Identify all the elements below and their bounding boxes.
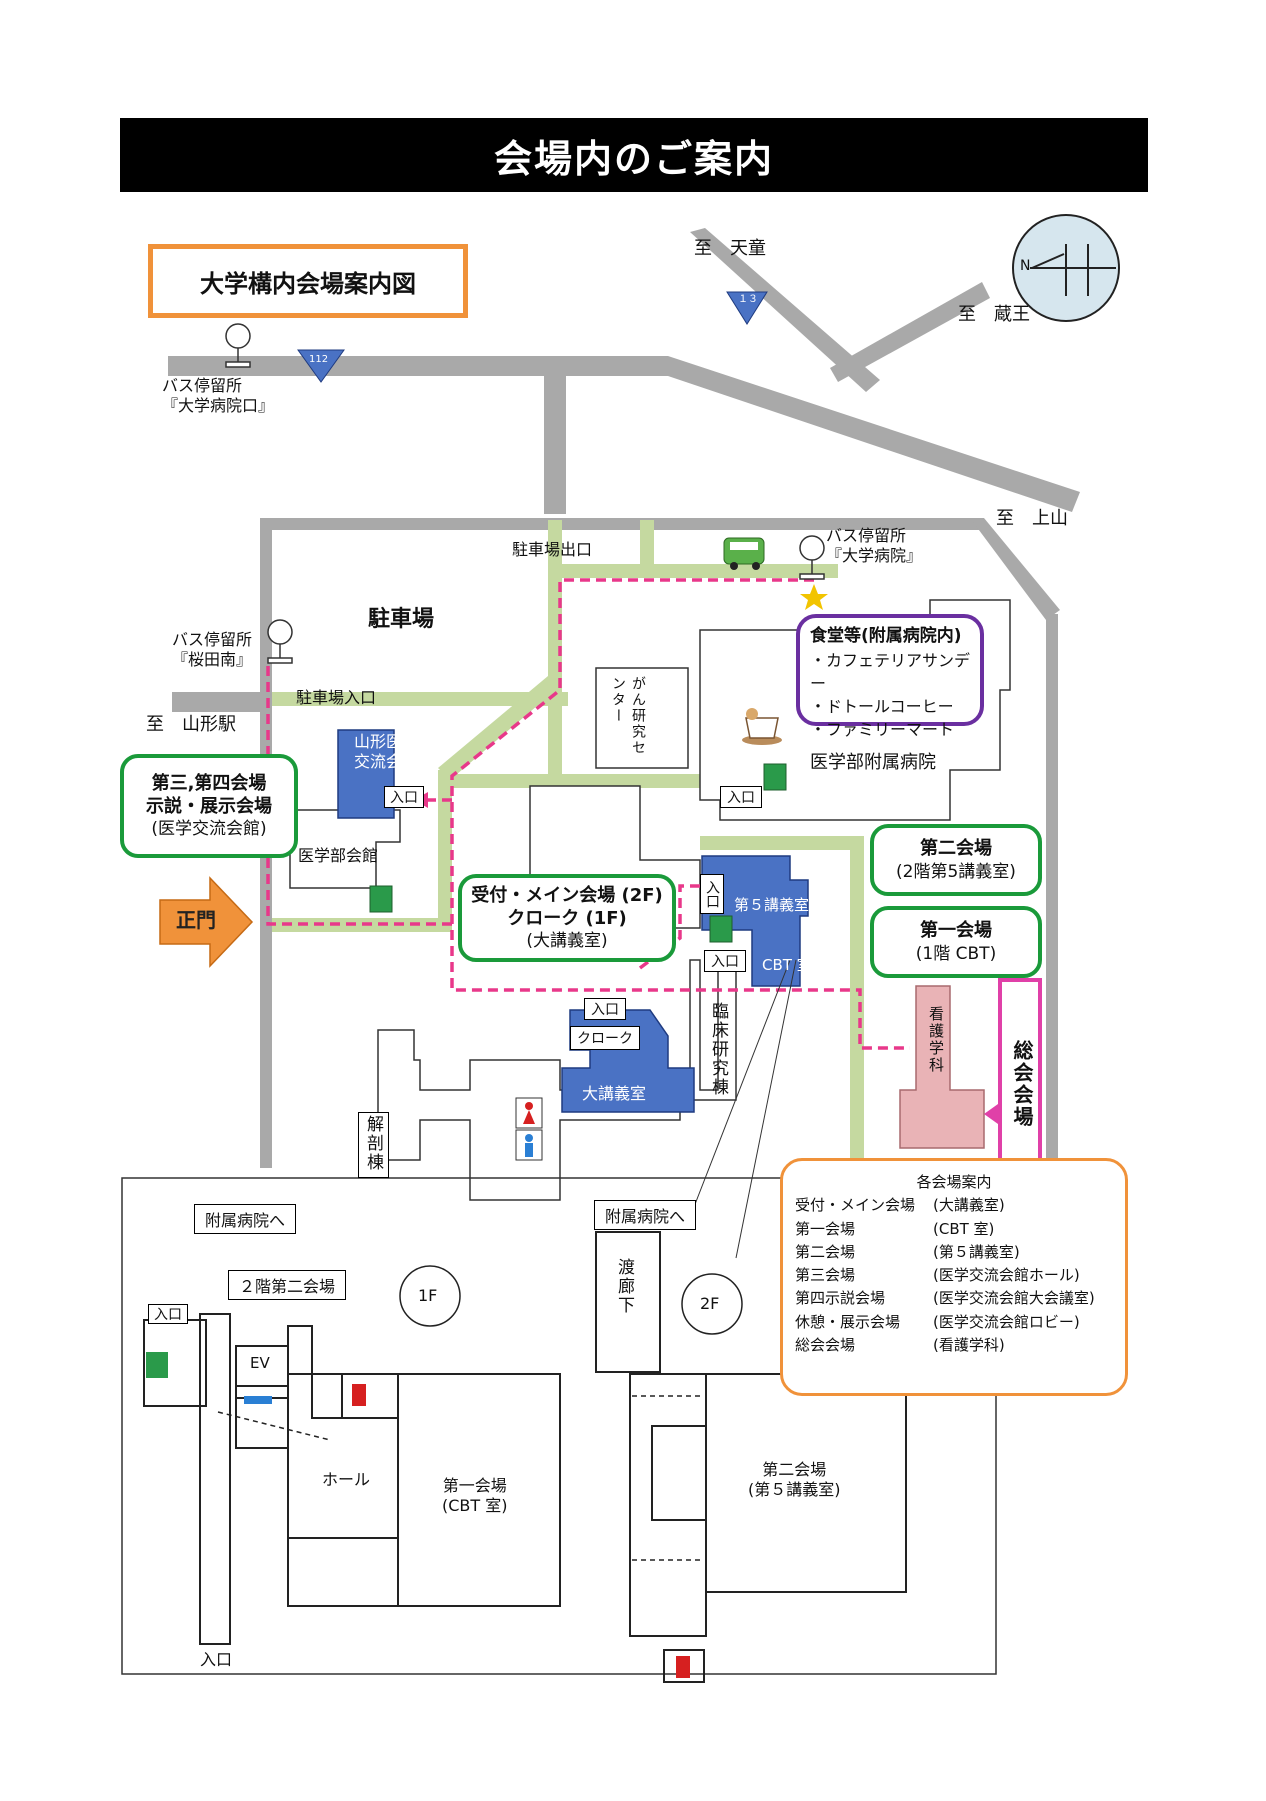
2f-routes xyxy=(632,1395,702,1561)
footpaths xyxy=(272,520,864,1162)
kouryu-kaikan-label: 山形医学 交流会館 xyxy=(354,732,419,771)
floor2-venue: 第二会場 (第５講義室) xyxy=(748,1460,841,1499)
cancer-center-label: がん研究センター xyxy=(610,676,646,756)
toilet-icon-2f xyxy=(676,1656,690,1678)
detail-connectors xyxy=(691,959,797,1259)
map-title: 大学構内会場案内図 xyxy=(148,244,468,318)
road-center xyxy=(544,364,566,514)
legend: 各会場案内 受付・メイン会場(大講義室) 第一会場(CBT 室) 第二会場(第５… xyxy=(780,1158,1128,1396)
legend-row: 第三会場(医学交流会館ホール) xyxy=(795,1266,1080,1284)
cancer-center-outline xyxy=(595,667,689,769)
road-tendo xyxy=(690,228,880,392)
clinical-research-label: 臨床研究棟 xyxy=(708,1002,728,1097)
legend-row: 休憩・展示会場(医学交流会館ロビー) xyxy=(795,1312,1080,1331)
lecture-room-5-label: 第５講義室 xyxy=(734,896,810,914)
floor2-to-hospital: 附属病院へ xyxy=(594,1200,697,1230)
parking-label: 駐車場 xyxy=(368,607,435,632)
1f-route xyxy=(217,1411,331,1441)
roads xyxy=(168,228,1080,1174)
direction-kaminoyama: 至 上山 xyxy=(996,508,1068,529)
legend-title: 各会場案内 xyxy=(916,1173,992,1191)
callout-third-fourth-venue: 第三,第四会場 示説・展示会場 (医学交流会館) xyxy=(120,754,298,858)
bus-stop-sakurada-minami: バス停留所 『桜田南』 xyxy=(172,630,253,669)
floor2-label: 2F xyxy=(700,1294,720,1313)
route-112-shield xyxy=(297,349,345,383)
legend-row: 総会会場(看護学科) xyxy=(795,1335,1005,1354)
callout-first-venue: 第一会場 (1階 CBT) xyxy=(870,906,1042,978)
route-13-label: １３ xyxy=(738,294,758,305)
legend-row: 受付・メイン会場(大講義室) xyxy=(795,1196,1005,1215)
bus-icon xyxy=(723,537,765,570)
road-kaminoyama xyxy=(668,356,1080,512)
exit-icons xyxy=(369,763,787,943)
general-arrow xyxy=(984,1104,998,1124)
floor1-label: 1F xyxy=(418,1286,438,1305)
general-meeting-label: 総会会場 xyxy=(1010,1040,1034,1128)
direction-yamagata-station: 至 山形駅 xyxy=(146,714,236,735)
cloak-label: クローク xyxy=(570,1026,640,1050)
floor2-corridor: 渡廊下 xyxy=(614,1258,634,1315)
floor1-ev: EV xyxy=(250,1354,270,1372)
lecture5-cbt-block xyxy=(701,855,809,987)
route-112-label: 112 xyxy=(309,354,329,365)
floor1-second-floor-venue: ２階第二会場 xyxy=(228,1270,347,1300)
road-zao xyxy=(830,282,990,382)
page-title: 会場内のご案内 xyxy=(493,136,774,181)
entrance-lecture5: 入口 xyxy=(700,874,724,914)
callout-food: 食堂等(附属病院内) ・カフェテリアサンデー ・ドトールコーヒー ・ファミリーマ… xyxy=(796,614,984,739)
main-gate-label: 正門 xyxy=(176,908,216,932)
callout-second-venue: 第二会場 (2階第5講義室) xyxy=(870,824,1042,896)
direction-zao: 至 蔵王 xyxy=(958,304,1030,325)
large-lecture-hall-label: 大講義室 xyxy=(582,1084,647,1103)
legend-row: 第二会場(第５講義室) xyxy=(795,1242,1020,1261)
direction-tendo: 至 天童 xyxy=(694,238,766,259)
hospital-label: 医学部附属病院 xyxy=(810,752,936,773)
header-bar: 会場内のご案内 xyxy=(120,118,1148,192)
parking-exit-label: 駐車場出口 xyxy=(512,540,593,559)
compass xyxy=(1012,214,1120,322)
exit-icon-1f xyxy=(146,1352,168,1378)
floor1-venue: 第一会場 (CBT 室) xyxy=(442,1476,508,1515)
campus-ne-edge xyxy=(970,518,1060,620)
floor-2f-circle xyxy=(681,1273,743,1335)
floor1-to-hospital: 附属病院へ xyxy=(194,1204,297,1234)
coffee-icon xyxy=(742,708,782,745)
parking-entrance-label: 駐車場入口 xyxy=(296,688,377,707)
bus-stop-daigaku-byoin-guchi: バス停留所 『大学病院口』 xyxy=(162,376,275,415)
compass-north: N xyxy=(1020,258,1031,274)
main-gate-arrow xyxy=(159,876,254,968)
bus-stop-daigaku-byoin: バス停留所 『大学病院』 xyxy=(826,526,923,565)
igakubu-kaikan-outline xyxy=(289,809,401,889)
callout-reception: 受付・メイン会場 (2F) クローク (1F) (大講義室) xyxy=(458,874,676,962)
nursing-building xyxy=(899,985,985,1149)
floor-1f-circle xyxy=(399,1265,461,1327)
floorplan-2f xyxy=(595,1231,907,1683)
floor1-entrance-top: 入口 xyxy=(148,1304,188,1324)
road-yamagata xyxy=(172,692,268,712)
entrance-hospital: 入口 xyxy=(720,786,762,808)
legend-row: 第一会場(CBT 室) xyxy=(795,1219,995,1238)
route-13-shield xyxy=(726,291,768,325)
toilet-icon-1f xyxy=(352,1384,366,1406)
nursing-label: 看護学科 xyxy=(927,1006,945,1074)
anatomy-label: 解剖棟 xyxy=(358,1112,389,1178)
road-112 xyxy=(168,356,668,376)
bus-stop-poles xyxy=(225,323,825,664)
entrance-cbt: 入口 xyxy=(704,950,746,972)
bus-stop-star xyxy=(800,584,828,610)
entrance-kouryu: 入口 xyxy=(384,786,424,808)
campus-east-edge xyxy=(1046,614,1058,1174)
entrance-lecture: 入口 xyxy=(584,998,626,1020)
campus-north-edge xyxy=(260,518,980,530)
floor1-entrance-bottom: 入口 xyxy=(200,1650,233,1669)
ev-marker xyxy=(244,1396,272,1404)
floor1-hall: ホール xyxy=(322,1470,371,1489)
igakubu-kaikan-label: 医学部会館 xyxy=(298,846,379,865)
cbt-room-label: CBT 室 xyxy=(762,956,812,974)
floorplan-frame xyxy=(121,1177,997,1675)
legend-row: 第四示説会場(医学交流会館大会議室) xyxy=(795,1289,1095,1308)
